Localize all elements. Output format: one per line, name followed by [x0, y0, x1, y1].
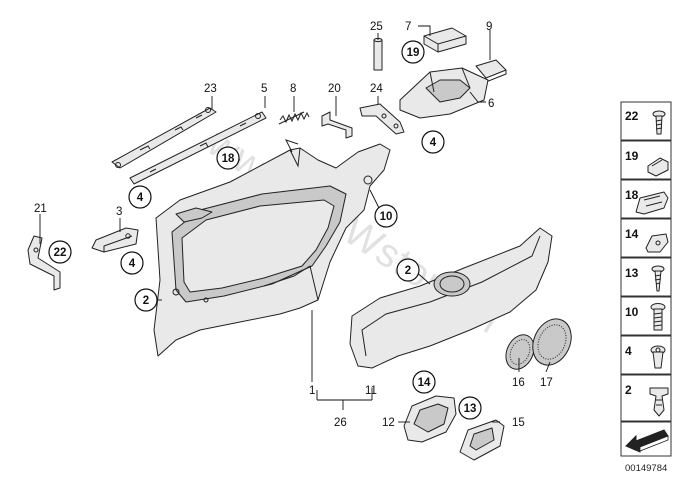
svg-text:18: 18	[625, 188, 639, 202]
callout-12: 12	[382, 417, 395, 429]
callout-3: 3	[116, 206, 122, 218]
part-15-panel	[459, 419, 505, 461]
callout-10-circled: 10	[374, 204, 398, 228]
part-5-strip	[129, 111, 267, 185]
callout-22-circled: 22	[48, 240, 72, 264]
callout-2-circled-right: 2	[396, 258, 420, 282]
svg-text:18: 18	[222, 153, 235, 165]
callout-11: 11	[365, 385, 377, 397]
callout-1: 1	[309, 385, 315, 397]
callout-6: 6	[488, 98, 494, 110]
clip-nut-icon	[647, 157, 669, 177]
circled-callouts: 19 18 4 4 10 22 4 2	[48, 40, 482, 420]
part-24-bracket	[359, 103, 405, 135]
callout-20: 20	[328, 83, 341, 95]
legend-item-22: 22	[620, 101, 672, 141]
bolt-icon	[650, 303, 666, 331]
legend-arrow-tile	[620, 421, 672, 457]
drawing-number: 00149784	[625, 463, 667, 474]
plastic-clip-icon	[649, 387, 669, 417]
part-7-cover	[423, 27, 467, 53]
legend-item-4: 4	[620, 335, 672, 375]
self-tapping-screw-icon	[651, 265, 665, 292]
callout-4-circled-top: 4	[421, 130, 445, 154]
callout-19-circled: 19	[401, 40, 425, 64]
part-17-grille	[532, 318, 572, 366]
part-23-strip	[111, 107, 217, 169]
callout-26: 26	[334, 417, 347, 429]
part-6-housing	[399, 67, 489, 119]
callout-21: 21	[34, 203, 47, 215]
callout-24: 24	[370, 83, 383, 95]
leader-lines	[39, 25, 551, 423]
callout-8: 8	[290, 83, 296, 95]
svg-text:4: 4	[129, 258, 136, 270]
part-2-lower-panel	[349, 227, 553, 369]
callout-5: 5	[261, 83, 267, 95]
callout-16: 16	[512, 377, 525, 389]
callout-4-circled-left: 4	[128, 185, 152, 209]
svg-text:10: 10	[380, 211, 393, 223]
part-20-bracket	[321, 111, 353, 139]
legend-item-2: 2	[620, 374, 672, 422]
svg-text:4: 4	[137, 192, 144, 204]
screw-icon	[652, 110, 666, 135]
callout-23: 23	[204, 83, 217, 95]
svg-text:22: 22	[625, 109, 639, 123]
legend-item-13: 13	[620, 257, 672, 297]
callout-17: 17	[540, 377, 553, 389]
callout-2-circled-left: 2	[134, 288, 158, 312]
svg-text:4: 4	[430, 137, 437, 149]
callout-13-circled: 13	[458, 396, 482, 420]
callout-7: 7	[405, 21, 411, 33]
fastener-legend: 22 19 18 14	[620, 101, 672, 474]
svg-text:19: 19	[625, 149, 639, 163]
svg-text:2: 2	[405, 265, 411, 277]
svg-text:22: 22	[54, 247, 67, 259]
legend-item-10: 10	[620, 296, 672, 336]
retainer-clip-icon	[635, 191, 669, 215]
svg-text:2: 2	[143, 295, 149, 307]
callout-18-circled: 18	[216, 146, 240, 170]
svg-text:14: 14	[418, 377, 431, 389]
part-12-handle	[403, 395, 457, 443]
legend-item-19: 19	[620, 140, 672, 180]
svg-text:14: 14	[625, 227, 639, 241]
part-16-grille	[505, 334, 535, 370]
callout-9: 9	[486, 21, 492, 33]
callout-4-circled-mid: 4	[120, 251, 144, 275]
callout-25: 25	[370, 21, 383, 33]
part-21-bracket	[27, 235, 61, 291]
legend-item-18: 18	[620, 179, 672, 219]
part-1-side-panel	[153, 139, 391, 357]
svg-text:4: 4	[625, 344, 632, 358]
svg-text:13: 13	[625, 266, 639, 280]
legend-item-14: 14	[620, 218, 672, 258]
callout-15: 15	[512, 417, 525, 429]
part-3-bracket	[91, 227, 139, 253]
expanding-rivet-icon	[650, 345, 666, 369]
svg-text:13: 13	[464, 403, 477, 415]
svg-text:2: 2	[625, 383, 632, 397]
part-8-spring	[278, 111, 310, 125]
callout-14-circled: 14	[412, 370, 436, 394]
svg-text:19: 19	[407, 47, 420, 59]
callout-labels: 25 7 9 23 5 8 20 24 6 3 21 1 11 26 16 17…	[34, 21, 553, 429]
part-25-pin	[373, 37, 383, 71]
svg-text:10: 10	[625, 305, 639, 319]
spring-nut-icon	[645, 233, 669, 253]
